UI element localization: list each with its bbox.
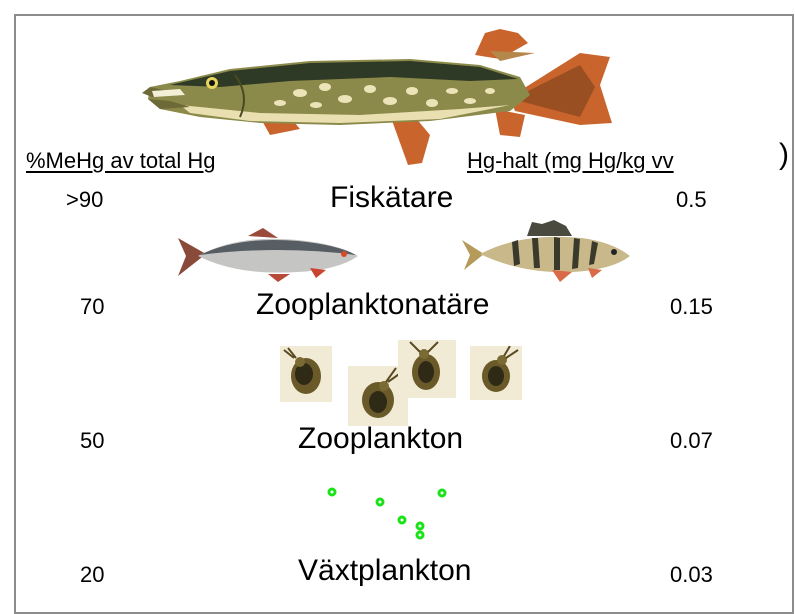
hg-value-phytoplankton: 0.03 <box>670 562 713 588</box>
phytoplankton-icon <box>290 480 490 558</box>
level-label-phytoplankton: Växtplankton <box>298 554 471 588</box>
hg-value-fish-eaters: 0.5 <box>676 187 707 213</box>
mehg-value-zooplankton-eaters: 70 <box>80 294 104 320</box>
mehg-value-zooplankton: 50 <box>80 428 104 454</box>
hg-header-closing-paren: ) <box>779 138 789 172</box>
daphnia-icon <box>280 346 332 402</box>
roach-fish-icon <box>178 228 363 283</box>
daphnia-icon <box>470 346 522 400</box>
hg-content-column-header: Hg-halt (mg Hg/kg vv <box>467 148 674 174</box>
mehg-column-header: %MeHg av total Hg <box>26 148 216 174</box>
mehg-value-phytoplankton: 20 <box>80 562 104 588</box>
food-chain-diagram: %MeHg av total Hg Hg-halt (mg Hg/kg vv )… <box>0 0 795 592</box>
perch-fish-icon <box>462 220 632 282</box>
hg-value-zooplankton: 0.07 <box>670 428 713 454</box>
daphnia-icon <box>398 340 456 398</box>
level-label-zooplankton: Zooplankton <box>298 422 463 456</box>
level-label-zooplankton-eaters: Zooplanktonatäre <box>256 288 490 322</box>
mehg-value-fish-eaters: >90 <box>66 187 103 213</box>
level-label-fish-eaters: Fiskätare <box>330 181 453 215</box>
hg-value-zooplankton-eaters: 0.15 <box>670 294 713 320</box>
